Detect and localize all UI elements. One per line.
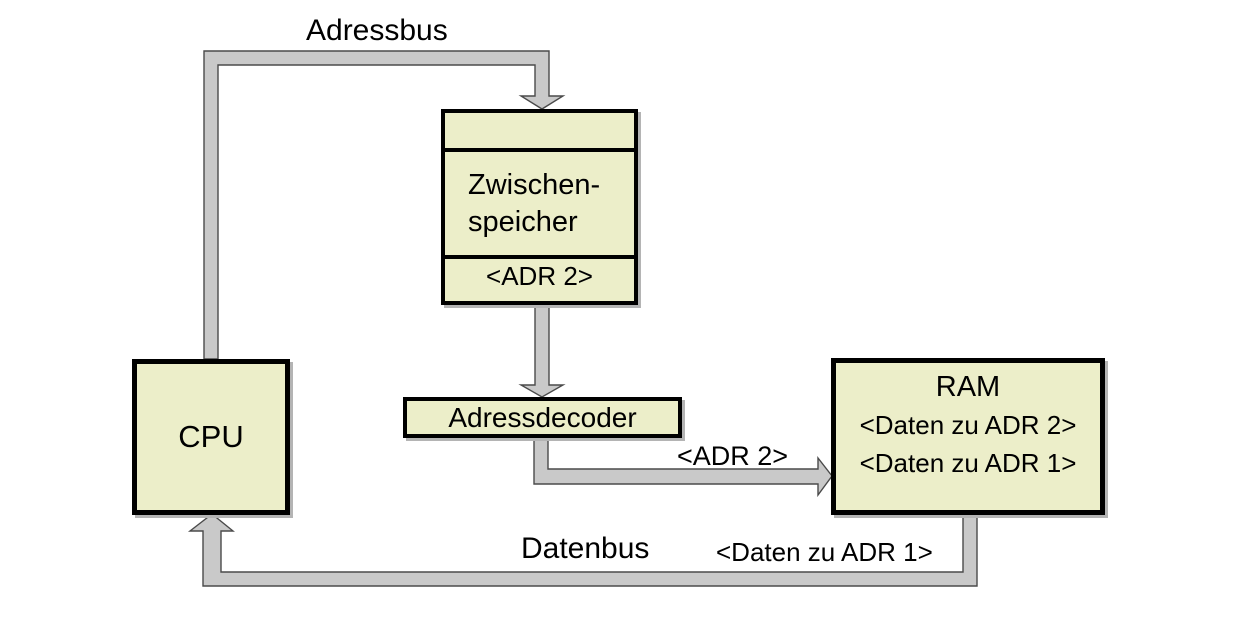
buffer-label: Zwischen- speicher: [445, 148, 634, 259]
adr2-bus-label: <ADR 2>: [677, 441, 789, 471]
buffer-adr-slot: <ADR 2>: [486, 260, 593, 291]
cpu-label: CPU: [178, 419, 244, 454]
ram-entry-adr1: <Daten zu ADR 1>: [859, 448, 1077, 478]
buffer-box: Zwischen- speicher <ADR 2>: [441, 109, 638, 305]
datenbus-pipe-arrow: [187, 513, 978, 587]
ram-title: RAM: [935, 371, 1001, 403]
adressbus-label: Adressbus: [306, 14, 448, 47]
daten-zu-adr1-bus-label: <Daten zu ADR 1>: [716, 537, 933, 567]
datenbus-label: Datenbus: [521, 532, 650, 565]
adressdecoder-label: Adressdecoder: [448, 401, 637, 433]
buffer-label-line2: speicher: [468, 206, 578, 238]
adressbus-pipe-arrow: [203, 50, 566, 360]
cpu-box: CPU: [132, 359, 290, 515]
adressdecoder-box: Adressdecoder: [403, 397, 682, 438]
buffer-to-decoder-arrow: [518, 304, 566, 398]
decoder-to-ram-arrow: [533, 437, 833, 498]
ram-box: RAM <Daten zu ADR 2> <Daten zu ADR 1>: [831, 358, 1105, 515]
ram-entry-adr2: <Daten zu ADR 2>: [859, 410, 1077, 440]
buffer-empty-slot: [445, 113, 634, 148]
buffer-label-line1: Zwischen-: [468, 169, 601, 201]
